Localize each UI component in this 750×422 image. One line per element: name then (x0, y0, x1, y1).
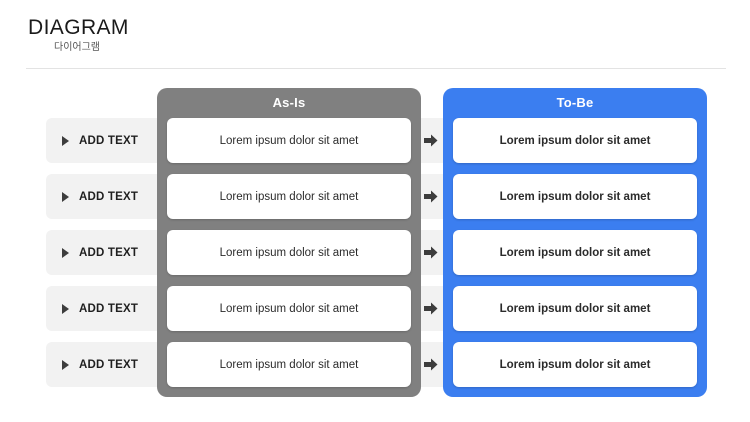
column-header-as-is: As-Is (272, 95, 306, 110)
row-label-pill[interactable]: ADD TEXT (46, 174, 156, 219)
content-cell[interactable]: Lorem ipsum dolor sit amet (453, 286, 697, 331)
triangle-right-icon (62, 303, 69, 314)
row-label-pill[interactable]: ADD TEXT (46, 342, 156, 387)
page-subtitle: 다이어그램 (54, 42, 100, 53)
row-label-text: ADD TEXT (79, 190, 139, 203)
content-cell[interactable]: Lorem ipsum dolor sit amet (453, 118, 697, 163)
arrow-right-icon (422, 230, 440, 275)
arrow-right-icon (422, 286, 440, 331)
row-label-text: ADD TEXT (79, 246, 139, 259)
content-cell[interactable]: Lorem ipsum dolor sit amet (167, 286, 411, 331)
row-label-pill[interactable]: ADD TEXT (46, 286, 156, 331)
column-header-to-be: To-Be (556, 95, 594, 110)
content-cell[interactable]: Lorem ipsum dolor sit amet (167, 342, 411, 387)
content-cell[interactable]: Lorem ipsum dolor sit amet (167, 230, 411, 275)
arrow-right-icon (422, 118, 440, 163)
row-label-text: ADD TEXT (79, 302, 139, 315)
triangle-right-icon (62, 359, 69, 370)
row-label-pill[interactable]: ADD TEXT (46, 118, 156, 163)
triangle-right-icon (62, 191, 69, 202)
row-label-pill[interactable]: ADD TEXT (46, 230, 156, 275)
row-label-text: ADD TEXT (79, 358, 139, 371)
content-cell[interactable]: Lorem ipsum dolor sit amet (453, 230, 697, 275)
arrow-right-icon (422, 174, 440, 219)
arrow-right-icon (422, 342, 440, 387)
triangle-right-icon (62, 135, 69, 146)
slide-header: DIAGRAM 다이어그램 (28, 16, 328, 55)
header-divider (26, 68, 726, 69)
content-cell[interactable]: Lorem ipsum dolor sit amet (167, 118, 411, 163)
content-cell[interactable]: Lorem ipsum dolor sit amet (453, 174, 697, 219)
row-label-text: ADD TEXT (79, 134, 139, 147)
page-title: DIAGRAM (28, 16, 129, 39)
triangle-right-icon (62, 247, 69, 258)
content-cell[interactable]: Lorem ipsum dolor sit amet (453, 342, 697, 387)
content-cell[interactable]: Lorem ipsum dolor sit amet (167, 174, 411, 219)
